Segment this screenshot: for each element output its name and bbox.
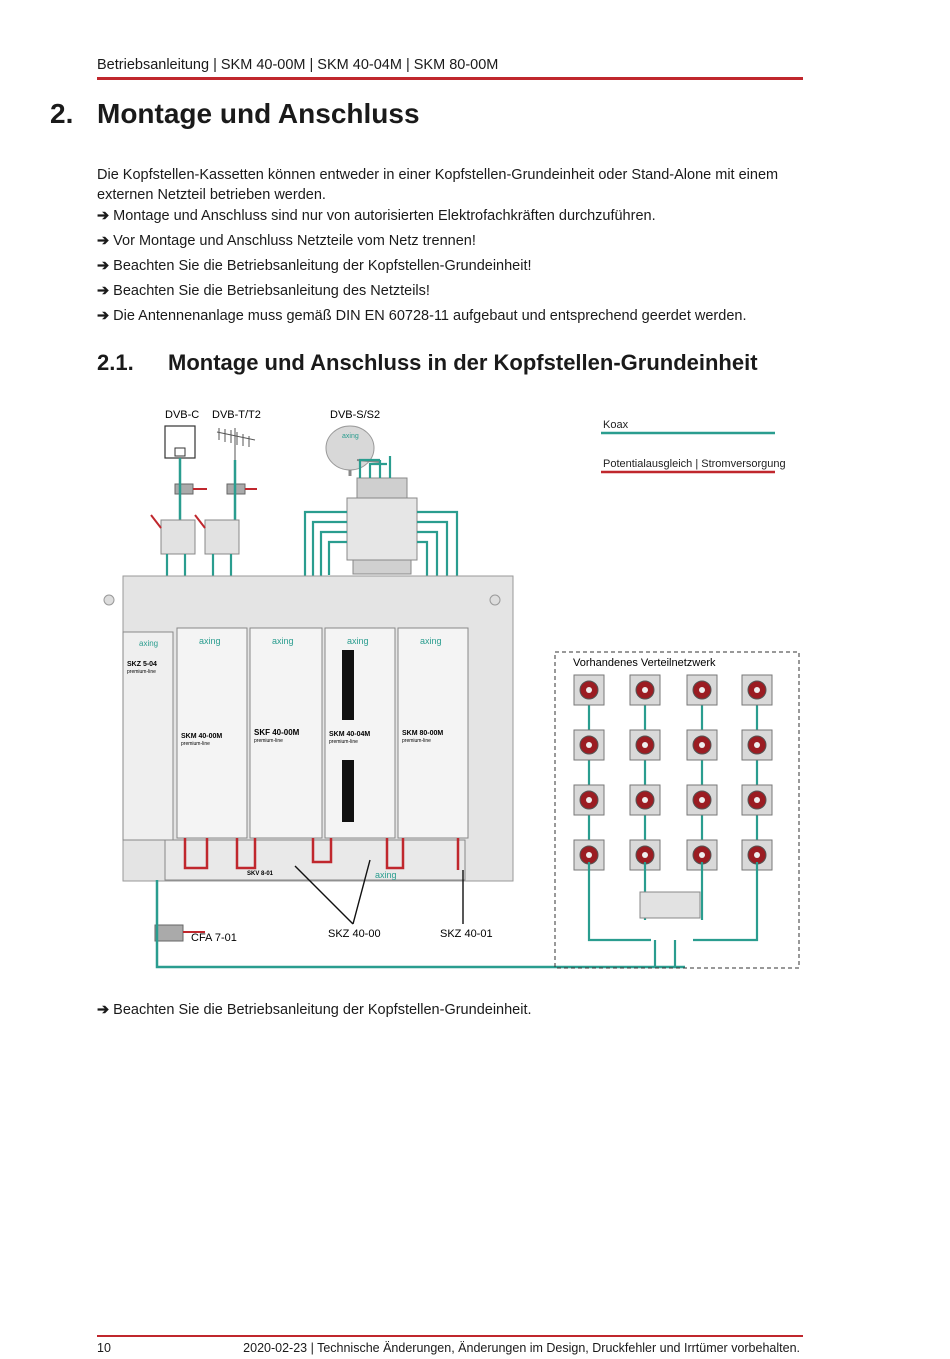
network-coax-lines	[587, 862, 759, 967]
subsection-number: 2.1.	[97, 350, 134, 375]
arrow-icon: ➔	[97, 258, 110, 274]
svg-text:SKF 40-00M: SKF 40-00M	[254, 728, 300, 737]
mount-hole-icon	[103, 594, 115, 606]
legend-potential-label: Potentialausgleich | Stromversorgung	[603, 458, 786, 470]
antenna-outlet-icon	[573, 674, 605, 706]
output-coax-line	[155, 880, 685, 969]
svg-text:SKV 8-01: SKV 8-01	[247, 871, 274, 877]
svg-text:SKM 40-00M: SKM 40-00M	[181, 733, 222, 740]
svg-text:axing: axing	[199, 636, 221, 646]
bullet-item: ➔Vor Montage und Anschluss Netzteile vom…	[97, 233, 476, 249]
svg-text:axing: axing	[342, 433, 359, 440]
section-number: 2.	[50, 98, 74, 129]
antenna-outlet-icon	[629, 784, 661, 816]
splitter-icon	[160, 519, 240, 555]
svg-text:axing: axing	[375, 870, 397, 880]
callout-lines	[294, 859, 464, 925]
intro-paragraph: Die Kopfstellen-Kassetten können entwede…	[97, 167, 779, 203]
bullet-item: ➔Die Antennenanlage muss gemäß DIN EN 60…	[97, 308, 747, 324]
module-power: axing SKZ 5-04 premium-line	[122, 631, 174, 841]
footer-rule	[97, 1335, 803, 1337]
svg-text:axing: axing	[139, 639, 158, 648]
section-title: Montage und Anschluss	[97, 98, 420, 129]
bullet-item: ➔Montage und Anschluss sind nur von auto…	[97, 208, 656, 224]
antenna-outlet-icon	[629, 674, 661, 706]
network-label: Vorhandenes Verteilnetzwerk	[573, 657, 716, 669]
network-box	[554, 651, 800, 969]
skz-40-00-label: SKZ 40-00	[328, 928, 381, 940]
installation-diagram: Koax Potentialausgleich | Stromversorgun…	[103, 409, 800, 969]
module-skm-40-00m: axing SKM 40-00M premium-line	[176, 627, 248, 839]
footer-text: 2020-02-23 | Technische Änderungen, Ände…	[243, 1341, 800, 1355]
dvbt-label: DVB-T/T2	[212, 409, 261, 421]
svg-text:premium-line: premium-line	[254, 738, 283, 744]
jumper-cables	[183, 838, 460, 870]
satellite-dish-icon: axing	[325, 425, 381, 476]
legend-koax-label: Koax	[603, 419, 629, 431]
svg-text:axing: axing	[420, 636, 442, 646]
svg-text:axing: axing	[347, 636, 369, 646]
module-skf-40-00m: axing SKF 40-00M premium-line	[249, 627, 323, 839]
svg-text:premium-line: premium-line	[329, 739, 358, 745]
antenna-outlet-icon	[741, 674, 773, 706]
bullet-list: ➔Montage und Anschluss sind nur von auto…	[97, 206, 746, 331]
bullet-item: ➔Beachten Sie die Betriebsanleitung des …	[97, 283, 430, 299]
arrow-icon: ➔	[97, 233, 110, 249]
subsection-title: Montage und Anschluss in der Kopfstellen…	[168, 350, 758, 375]
arrow-icon: ➔	[97, 308, 110, 324]
skz-40-01-label: SKZ 40-01	[440, 928, 493, 940]
page-number: 10	[97, 1341, 111, 1355]
antenna-outlet-icon	[573, 784, 605, 816]
svg-text:SKZ 5-04: SKZ 5-04	[127, 661, 157, 668]
document-header: Betriebsanleitung | SKM 40-00M | SKM 40-…	[97, 57, 499, 73]
outlet-grid	[573, 674, 773, 871]
antenna-outlet-icon	[629, 729, 661, 761]
module-skm-40-04m: axing SKM 40-04M premium-line	[324, 627, 396, 839]
antenna-outlet-icon	[686, 729, 718, 761]
potential-clamp-icon	[154, 924, 184, 942]
svg-text:SKM 80-00M: SKM 80-00M	[402, 730, 443, 737]
svg-text:premium-line: premium-line	[127, 669, 156, 675]
section-heading: 2. Montage und Anschluss	[50, 98, 420, 130]
dvbs-label: DVB-S/S2	[330, 409, 380, 421]
network-splitter-icon	[639, 891, 701, 919]
antenna-outlet-icon	[573, 729, 605, 761]
bullet-item: ➔Beachten Sie die Betriebsanleitung der …	[97, 258, 532, 274]
arrow-icon: ➔	[97, 283, 110, 299]
svg-text:premium-line: premium-line	[181, 741, 210, 747]
antenna-outlet-icon	[686, 674, 718, 706]
antenna-outlet-icon	[741, 729, 773, 761]
terrestrial-antenna-icon	[216, 428, 256, 460]
header-rule	[97, 77, 803, 80]
arrow-icon: ➔	[97, 208, 110, 224]
svg-text:axing: axing	[272, 636, 294, 646]
closing-note: ➔Beachten Sie die Betriebsanleitung der …	[97, 1002, 532, 1018]
subsection-heading: 2.1. Montage und Anschluss in der Kopfste…	[97, 350, 758, 376]
base-unit-strip: SKV 8-01 axing	[164, 839, 466, 881]
antenna-outlet-icon	[686, 784, 718, 816]
svg-text:SKM 40-04M: SKM 40-04M	[329, 731, 370, 738]
multiswitch-icon	[346, 477, 418, 575]
cable-socket-icon	[164, 425, 196, 459]
arrow-icon: ➔	[97, 1002, 110, 1018]
svg-text:premium-line: premium-line	[402, 738, 431, 744]
module-skm-80-00m: axing SKM 80-00M premium-line	[397, 627, 469, 839]
dvbc-label: DVB-C	[165, 409, 199, 421]
cfa-label: CFA 7-01	[191, 932, 237, 944]
antenna-outlet-icon	[741, 784, 773, 816]
mount-hole-icon	[489, 594, 501, 606]
